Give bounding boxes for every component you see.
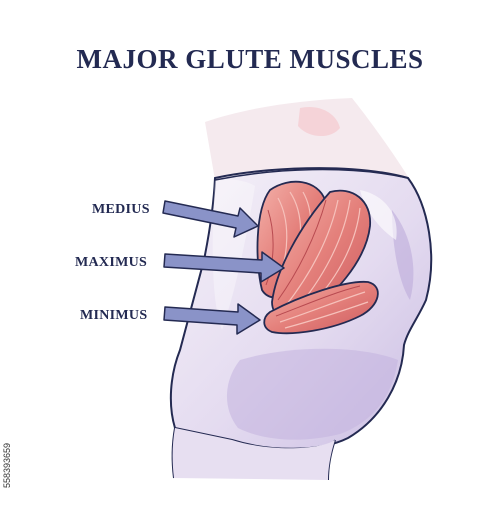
label-medius: MEDIUS [92, 202, 150, 217]
body-shade-lower [226, 348, 398, 440]
waistband-line [214, 168, 409, 181]
diagram-title: MAJOR GLUTE MUSCLES [76, 44, 424, 74]
torso-skin [205, 98, 410, 180]
label-maximus: MAXIMUS [75, 255, 148, 270]
body-highlight [360, 190, 397, 240]
arrow-minimus [163, 303, 261, 335]
body-shade-right [392, 210, 414, 300]
torso-blush [298, 106, 340, 137]
label-minimus: MINIMUS [80, 308, 148, 323]
leg-fill [172, 428, 335, 480]
arrow-medius [162, 200, 259, 238]
muscle-minimus [263, 280, 379, 335]
watermark-id: 558393659 [2, 442, 12, 488]
arrow-maximus [163, 251, 285, 283]
